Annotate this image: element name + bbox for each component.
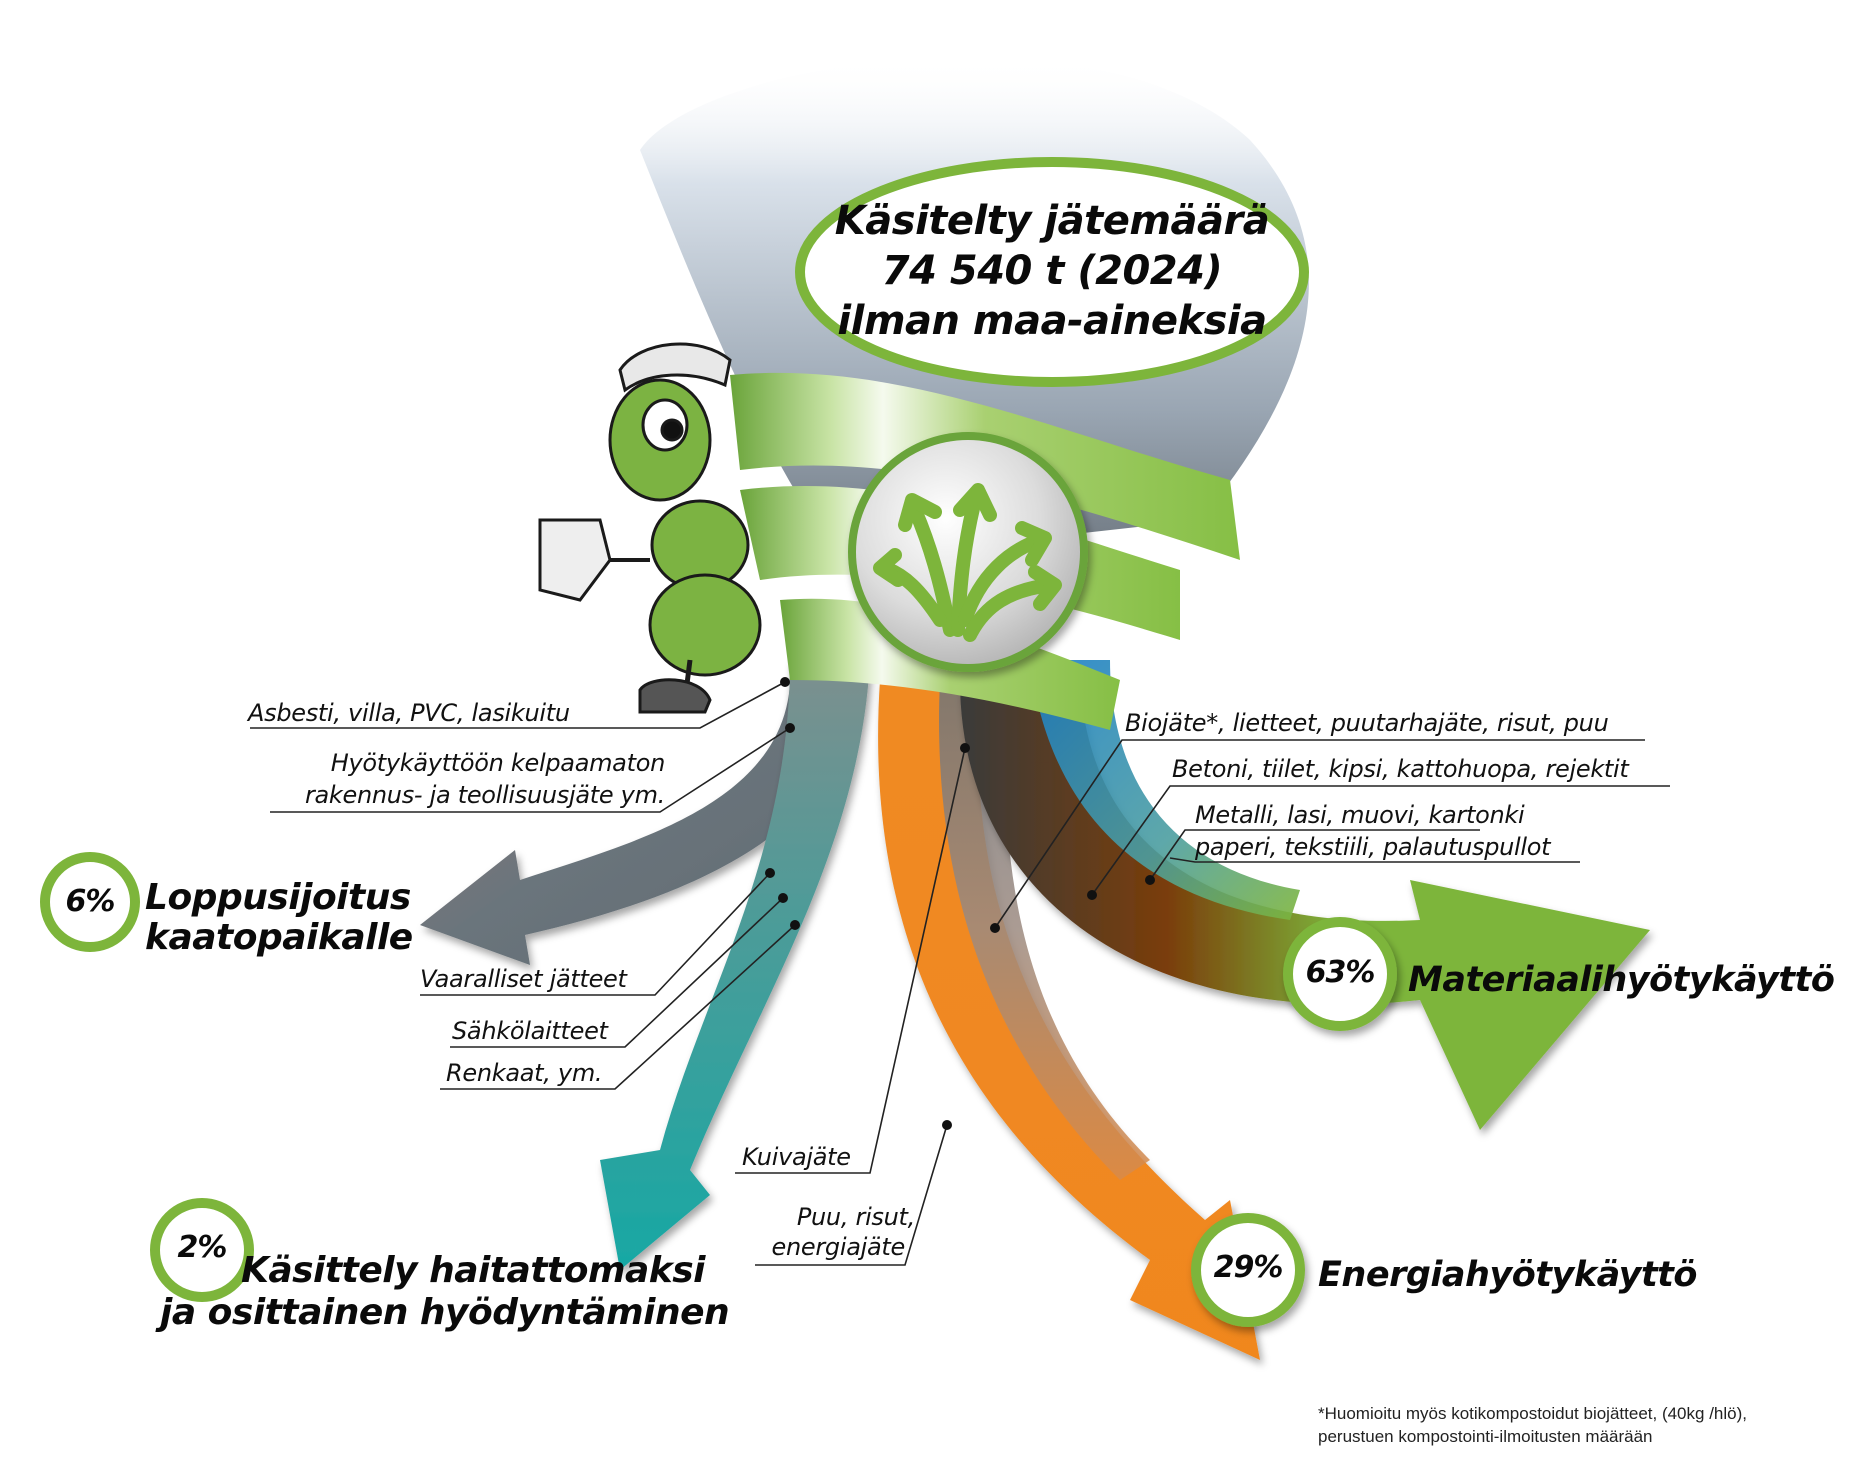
hazardous-percent: 2%: [177, 1230, 228, 1265]
landfill-label: Loppusijoitus kaatopaikalle: [145, 877, 413, 958]
hazardous-percent-ring: [150, 1198, 254, 1302]
material-percent: 63%: [1305, 955, 1376, 990]
hazardous-label: Käsittely haitattomaksi ja osittainen hy…: [160, 1250, 730, 1333]
leader-sahko: [450, 897, 784, 1048]
leader-vaaralliset: [420, 872, 771, 996]
branching-arrows-icon: [873, 483, 1062, 642]
footnote: *Huomioitu myös kotikompostoidut biojätt…: [1318, 1402, 1747, 1448]
leader-betoni: [1091, 785, 1670, 896]
leader-kuivaja: [735, 747, 966, 1174]
callout-metalli-2: paperi, tekstiili, palautuspullot: [1195, 833, 1551, 861]
callout-puu-1: Puu, risut,: [796, 1203, 915, 1231]
callout-kuivajate: Kuivajäte: [742, 1143, 851, 1171]
total-waste-heading: Käsitelty jätemäärä 74 540 t (2024) ilma…: [800, 196, 1304, 346]
leader-metalli2: [1169, 857, 1580, 863]
energy-label: Energiahyötykäyttö: [1318, 1255, 1697, 1295]
hazardous-arrow: [600, 660, 870, 1270]
callout-sahkolaitteet: Sähkölaitteet: [452, 1017, 608, 1045]
energy-percent-ring: [1191, 1213, 1305, 1327]
ant-mascot-icon: [538, 342, 762, 714]
landfill-arrow: [420, 660, 861, 965]
heading-line-2: 74 540 t (2024): [881, 248, 1223, 294]
callout-biojate: Biojäte*, lietteet, puutarhajäte, risut,…: [1125, 709, 1609, 737]
landfill-percent-ring: [40, 852, 140, 952]
callout-renkaat: Renkaat, ym.: [446, 1059, 603, 1087]
header-oval: [795, 157, 1309, 387]
leader-metalli: [1149, 829, 1480, 881]
landfill-percent: 6%: [65, 884, 116, 919]
footnote-line-1: *Huomioitu myös kotikompostoidut biojätt…: [1318, 1404, 1747, 1423]
callout-dots: [765, 677, 1155, 1130]
callout-metalli-1: Metalli, lasi, muovi, kartonki: [1195, 801, 1525, 829]
leader-bio: [994, 739, 1645, 929]
material-label: Materiaalihyötykäyttö: [1408, 960, 1835, 1000]
heading-line-1: Käsitelty jätemäärä: [834, 198, 1270, 244]
callout-hyotykaytto-1: Hyötykäyttöön kelpaamaton: [330, 749, 666, 777]
callout-hyotykaytto-2: rakennus- ja teollisuusjäte ym.: [304, 781, 665, 809]
material-arrow: [960, 680, 1650, 1130]
leader-asbesti: [250, 681, 786, 729]
leader-renkaat: [440, 924, 796, 1090]
callout-vaaralliset: Vaaralliset jätteet: [420, 965, 627, 993]
callout-betoni: Betoni, tiilet, kipsi, kattohuopa, rejek…: [1172, 755, 1629, 783]
footnote-line-2: perustuen kompostointi-ilmoitusten määrä…: [1318, 1427, 1653, 1446]
energy-percent: 29%: [1213, 1250, 1284, 1285]
leader-hyotykaytto: [270, 727, 791, 813]
callout-lines: [250, 681, 1670, 1266]
heading-line-3: ilman maa-aineksia: [837, 298, 1267, 344]
callout-asbesti: Asbesti, villa, PVC, lasikuitu: [248, 699, 570, 727]
callout-puu-2: energiajäte: [771, 1233, 906, 1261]
leader-puu: [755, 1124, 948, 1266]
material-percent-ring: [1283, 917, 1397, 1031]
